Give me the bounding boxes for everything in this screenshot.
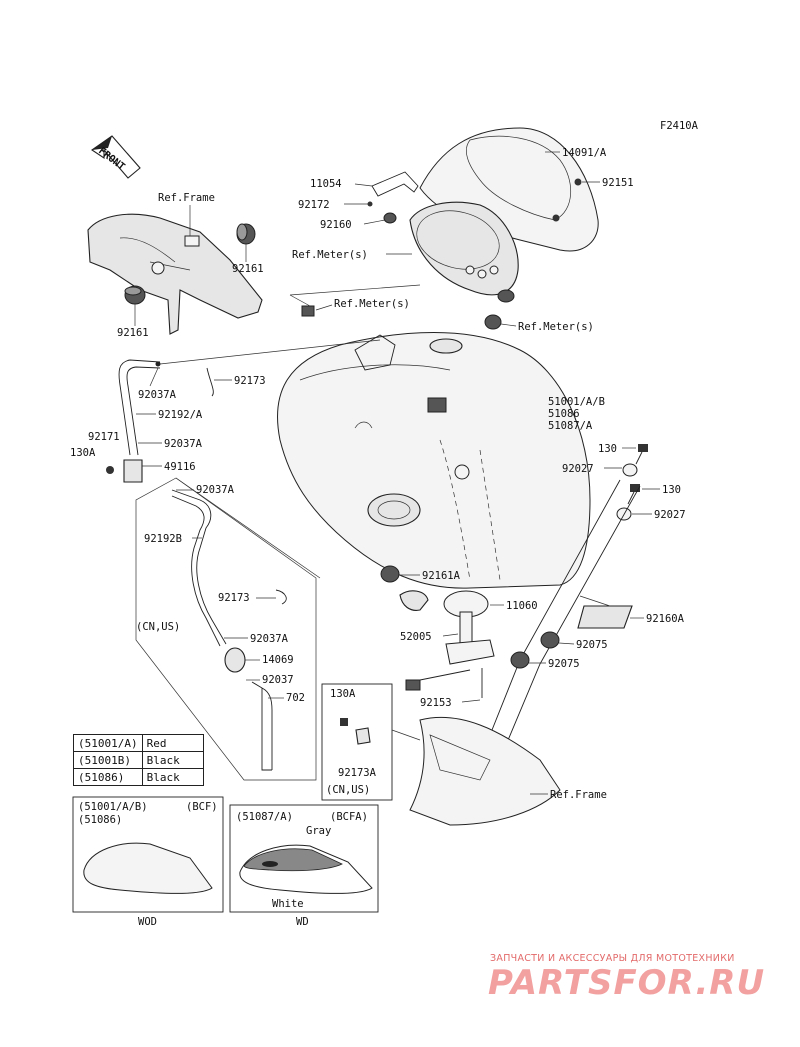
label-92037A-top: 92037A: [138, 389, 177, 401]
label-92075-a: 92075: [576, 639, 608, 651]
label-92037A-us: 92037A: [250, 633, 289, 645]
cn-us-box: [321, 683, 393, 801]
label-92151: 92151: [602, 177, 634, 189]
color-code: (51001/A): [73, 734, 143, 752]
wod-caption: WOD: [138, 916, 157, 928]
meter-mount-left: [301, 305, 315, 317]
label-92161-left: 92161: [117, 327, 149, 339]
label-92161-top: 92161: [232, 263, 264, 275]
bolt-130-a: [635, 444, 648, 465]
label-702: 702: [286, 692, 305, 704]
region-cn-us-box: (CN,US): [326, 784, 370, 796]
table-row: (51001/A) Red: [73, 734, 204, 752]
wd-tank-icon: [239, 844, 373, 894]
label-92173: 92173: [234, 375, 266, 387]
label-92037: 92037: [262, 674, 294, 686]
diagram-code: F2410A: [660, 120, 699, 132]
label-92161A: 92161A: [422, 570, 461, 582]
label-11054: 11054: [310, 178, 342, 190]
label-49116: 49116: [164, 461, 196, 473]
color-code: (51001B): [73, 751, 143, 769]
wd-tag: (BCFA): [330, 811, 368, 823]
ref-meter-label-3: Ref.Meter(s): [518, 321, 594, 333]
label-130-a: 130: [598, 443, 617, 455]
ref-meter-label-1: Ref.Meter(s): [292, 249, 368, 261]
ref-frame-top-label: Ref.Frame: [158, 192, 215, 204]
table-row: (51086) Black: [73, 768, 204, 786]
label-130A-left: 130A: [70, 447, 96, 459]
color-name: Black: [141, 751, 204, 769]
fuel-tank-illustration: [277, 332, 591, 589]
label-130A-box: 130A: [330, 688, 356, 700]
label-92192B: 92192B: [144, 533, 182, 545]
label-92027-b: 92027: [654, 509, 686, 521]
grommet-92075-b: [510, 651, 530, 669]
damper-92161-left: [124, 285, 146, 305]
damper-92161A: [380, 565, 400, 583]
wd-color-bottom: White: [272, 898, 304, 910]
wod-tag: (BCF): [186, 801, 218, 813]
meter-unit-illustration: [409, 201, 519, 303]
label-92075-b: 92075: [548, 658, 580, 670]
label-92173A: 92173A: [338, 767, 377, 779]
label-51086: 51086: [548, 408, 580, 420]
wod-tank-icon: [83, 842, 213, 894]
ref-meter-label-2: Ref.Meter(s): [334, 298, 410, 310]
meter-mount-right: [484, 314, 502, 330]
label-92171: 92171: [88, 431, 120, 443]
label-92160: 92160: [320, 219, 352, 231]
wd-caption: WD: [296, 916, 309, 928]
frame-bottom-illustration: [409, 716, 561, 826]
label-11060: 11060: [506, 600, 538, 612]
wod-codes-line2: (51086): [78, 814, 122, 826]
color-code: (51086): [73, 768, 143, 786]
label-92027-a: 92027: [562, 463, 594, 475]
wod-codes-line1: (51001/A/B): [78, 801, 148, 813]
label-92037A-mid: 92037A: [164, 438, 203, 450]
label-92037A-low: 92037A: [196, 484, 235, 496]
color-table: (51001/A) Red (51001B) Black (51086) Bla…: [73, 734, 204, 786]
label-92173-low: 92173: [218, 592, 250, 604]
frame-head-illustration: [87, 213, 263, 335]
label-51001: 51001/A/B: [548, 396, 605, 408]
variant-wod-box: [72, 796, 224, 913]
label-92172: 92172: [298, 199, 330, 211]
watermark-logo: PARTSFOR.RU: [488, 963, 766, 1003]
table-row: (51001B) Black: [73, 751, 204, 769]
color-name: Red: [141, 734, 204, 752]
label-92160A: 92160A: [646, 613, 685, 625]
region-cn-us-left: (CN,US): [136, 621, 180, 633]
fuel-pump-assembly: [399, 590, 495, 691]
label-14091A: 14091/A: [562, 147, 607, 159]
color-name: Black: [141, 768, 204, 786]
bracket-11054: [371, 171, 419, 197]
wd-codes: (51087/A): [236, 811, 293, 823]
wd-color-top: Gray: [306, 825, 331, 837]
label-130-b: 130: [662, 484, 681, 496]
label-14069: 14069: [262, 654, 294, 666]
label-92153: 92153: [420, 697, 452, 709]
label-92192A: 92192/A: [158, 409, 203, 421]
damper-92161-top: [236, 223, 256, 245]
cn-us-region-outline: [135, 477, 317, 781]
label-52005: 52005: [400, 631, 432, 643]
washer-92027-a: [622, 463, 638, 477]
fuel-hose-assembly: [106, 339, 381, 771]
bolt-130-b: [627, 484, 640, 505]
label-51087: 51087/A: [548, 420, 593, 432]
front-arrow-icon: FRONT: [91, 135, 141, 179]
watermark-subtitle: ЗАПЧАСТИ И АКСЕССУАРЫ ДЛЯ МОТОТЕХНИКИ: [490, 953, 735, 964]
grommet-92075-a: [540, 631, 560, 649]
pad-92160A: [577, 605, 633, 629]
variant-wd-box: [229, 804, 379, 913]
ref-frame-bottom-label: Ref.Frame: [550, 789, 607, 801]
